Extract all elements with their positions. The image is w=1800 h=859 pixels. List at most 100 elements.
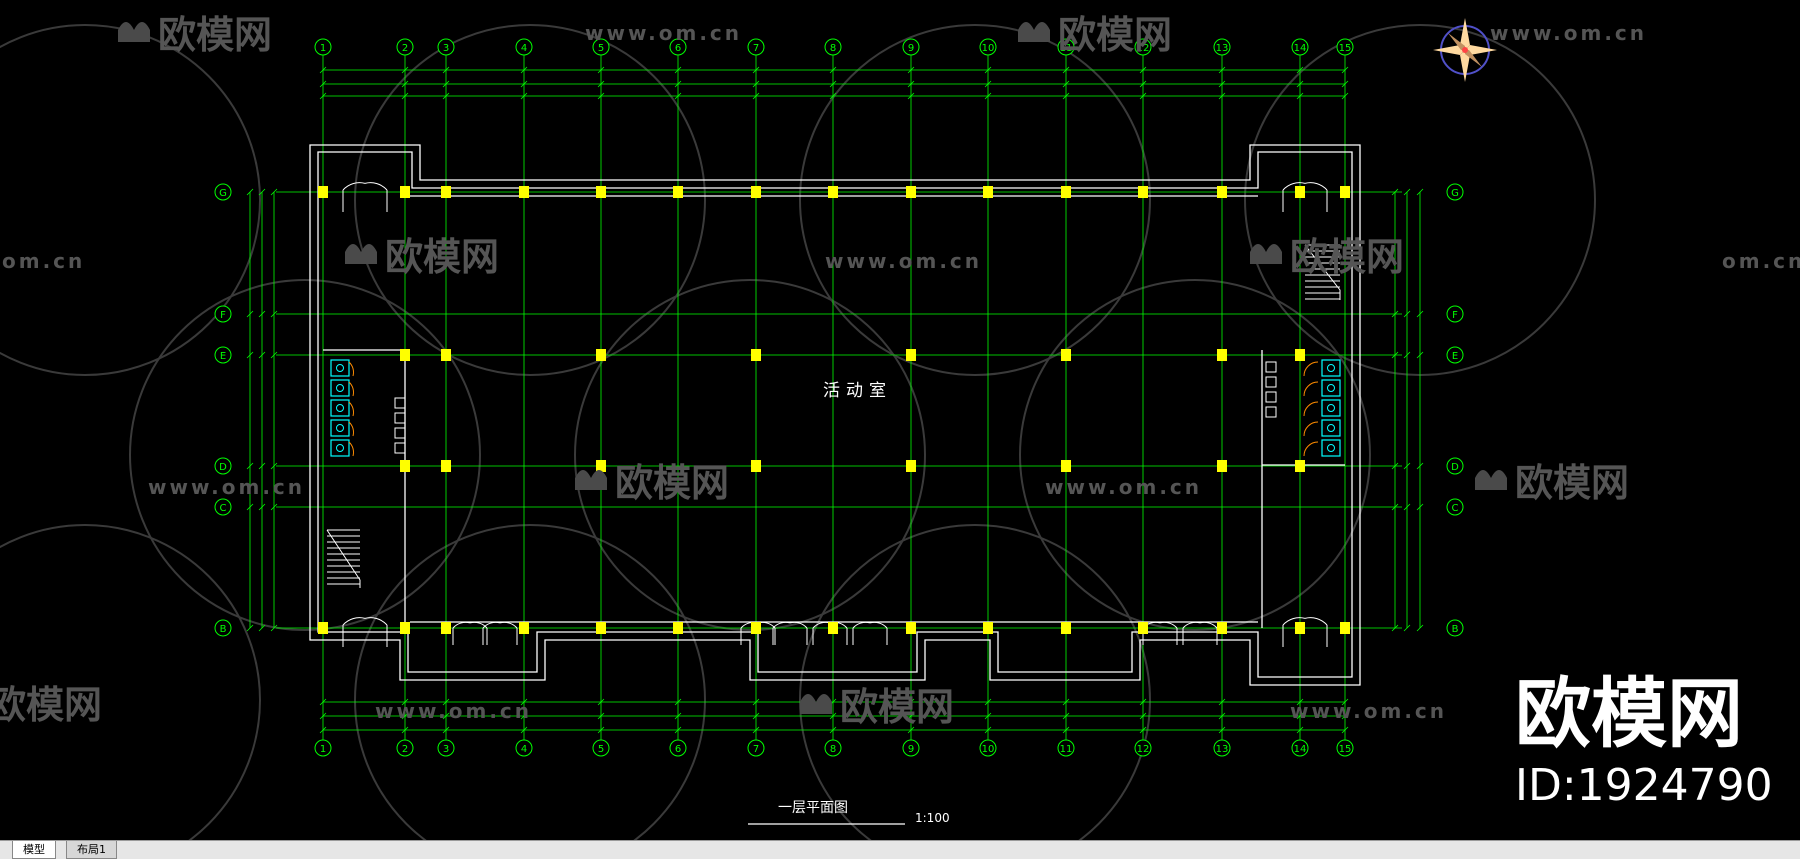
- axis-bubble: [979, 38, 997, 56]
- watermark-logo: 欧模网: [385, 235, 499, 279]
- dimension-tick: [401, 80, 409, 88]
- dimension-tick: [984, 698, 992, 706]
- watermark-arc: [0, 24, 261, 376]
- dimension-tick: [1341, 726, 1349, 734]
- tab-layout-1[interactable]: 布局1: [66, 841, 117, 859]
- dimension-tick: [1416, 462, 1424, 470]
- dimension-tick: [907, 698, 915, 706]
- dimension-tick: [1403, 310, 1411, 318]
- column: [1138, 186, 1148, 198]
- toilet-bowl: [1327, 444, 1335, 452]
- dimension-tick: [270, 310, 278, 318]
- dimension-tick: [1062, 726, 1070, 734]
- column: [1340, 622, 1350, 634]
- dimension-tick: [442, 698, 450, 706]
- door-leaf: [1282, 617, 1306, 647]
- dimension-tick: [1391, 310, 1399, 318]
- dimension-tick: [1296, 726, 1304, 734]
- dimension-tick: [1139, 712, 1147, 720]
- dimension-tick: [597, 712, 605, 720]
- drawing-title: 一层平面图: [778, 800, 848, 816]
- dimension-tick: [319, 726, 327, 734]
- dimension-tick: [1416, 351, 1424, 359]
- toilet-bowl: [336, 424, 344, 432]
- column: [519, 622, 529, 634]
- column: [400, 622, 410, 634]
- doors: [342, 182, 1328, 647]
- dimension-tick: [1391, 188, 1399, 196]
- dimension-tick: [258, 503, 266, 511]
- column: [983, 622, 993, 634]
- watermark-arc: [1019, 279, 1371, 631]
- dimension-tick: [270, 624, 278, 632]
- watermark-sofa-icon: [575, 470, 607, 490]
- column: [906, 622, 916, 634]
- door-swing: [348, 361, 354, 377]
- axis-bubble-label: 9: [908, 43, 914, 54]
- axis-bubble: [1446, 498, 1464, 516]
- watermark-logo: 欧模网: [1515, 461, 1629, 505]
- watermark-url: www.om.cn: [1490, 21, 1647, 45]
- column: [828, 622, 838, 634]
- dimension-tick: [270, 503, 278, 511]
- door-leaf: [1282, 182, 1306, 212]
- dimension-tick: [1403, 188, 1411, 196]
- door-leaf: [869, 621, 888, 645]
- dimension-tick: [1218, 712, 1226, 720]
- column: [1217, 460, 1227, 472]
- door-leaf: [1159, 621, 1178, 645]
- tab-model[interactable]: 模型: [12, 841, 56, 859]
- dimension-tick: [1139, 726, 1147, 734]
- axis-bubble: [824, 739, 842, 757]
- axis-bubble-label: 13: [1216, 43, 1229, 54]
- dimension-tick: [1139, 92, 1147, 100]
- dimension-tick: [1218, 726, 1226, 734]
- door-swing: [348, 381, 354, 397]
- dimension-tick: [1218, 80, 1226, 88]
- toilet-bowl: [1327, 384, 1335, 392]
- axis-bubble-label: B: [1452, 624, 1459, 635]
- dimension-tick: [1296, 66, 1304, 74]
- dimension-tick: [674, 92, 682, 100]
- watermark-logo: 欧模网: [0, 683, 102, 727]
- door-leaf: [772, 621, 791, 645]
- axis-bubble: [902, 739, 920, 757]
- column: [596, 349, 606, 361]
- door-leaf: [364, 617, 388, 647]
- axis-bubble: [669, 38, 687, 56]
- column: [519, 186, 529, 198]
- axis-bubble-label: 6: [675, 43, 681, 54]
- dimension-tick: [1391, 503, 1399, 511]
- axis-bubble: [214, 305, 232, 323]
- axis-bubble-label: 2: [402, 43, 408, 54]
- column: [1295, 186, 1305, 198]
- column: [751, 186, 761, 198]
- axis-bubble: [1134, 38, 1152, 56]
- axis-bubble: [214, 457, 232, 475]
- axis-bubble-label: 12: [1137, 744, 1150, 755]
- axis-bubble: [214, 183, 232, 201]
- dimension-tick: [597, 66, 605, 74]
- urinal: [1265, 406, 1277, 418]
- column: [906, 186, 916, 198]
- door-leaf: [469, 621, 488, 645]
- dimension-tick: [752, 92, 760, 100]
- watermark-sofa-icon: [1250, 244, 1282, 264]
- watermark-logo: 欧模网: [1058, 13, 1172, 57]
- stair-arrow: [1304, 244, 1341, 300]
- structural-columns: [318, 186, 1350, 634]
- door-leaf: [364, 182, 388, 212]
- dimension-tick: [752, 712, 760, 720]
- axis-bubble: [1213, 38, 1231, 56]
- column: [673, 622, 683, 634]
- axis-bubble-label: 5: [598, 744, 604, 755]
- axis-bubble: [1446, 457, 1464, 475]
- door-leaf: [499, 621, 518, 645]
- watermark-logo: 欧模网: [840, 685, 954, 729]
- dimension-tick: [246, 503, 254, 511]
- dimension-tick: [1296, 80, 1304, 88]
- door-swing: [1303, 361, 1319, 377]
- watermark-arc: [129, 279, 481, 631]
- dimension-tick: [270, 351, 278, 359]
